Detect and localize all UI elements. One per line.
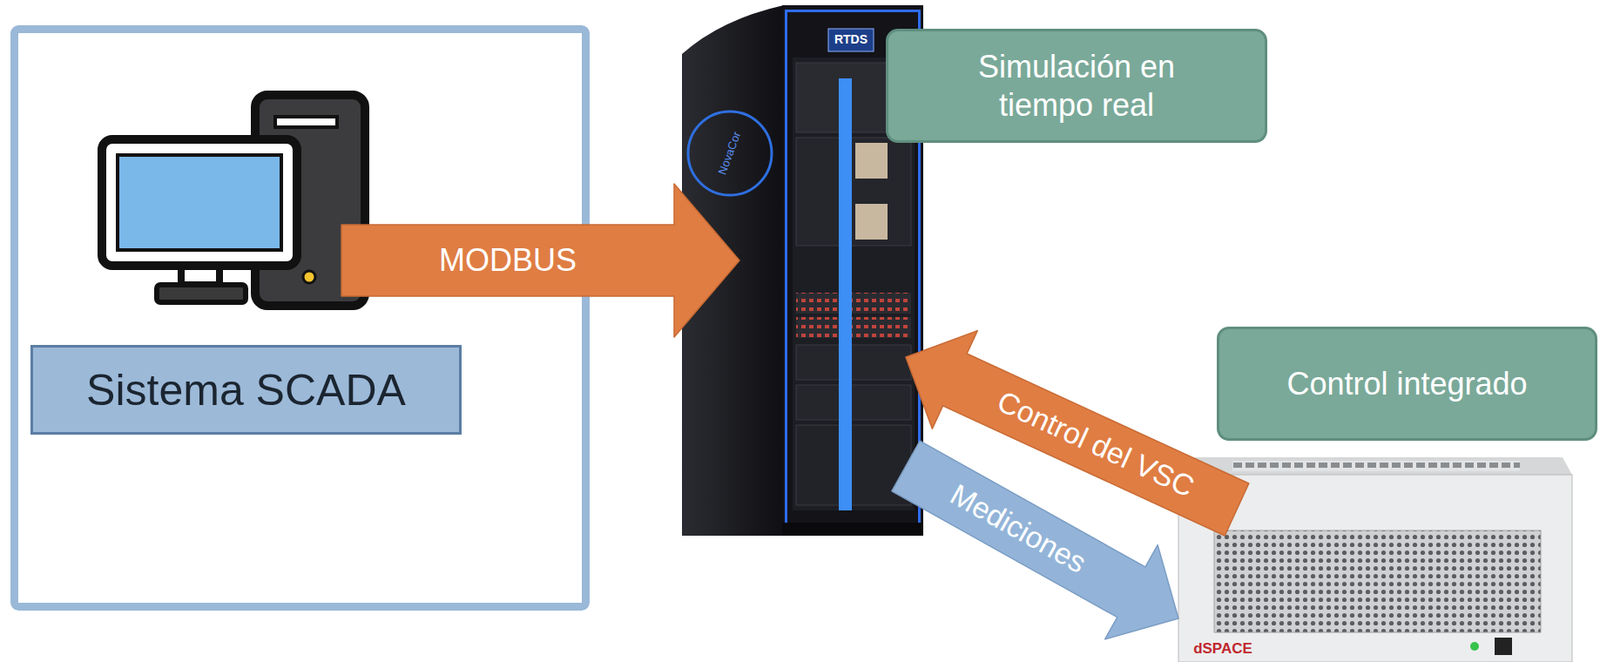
rack-unit bbox=[796, 384, 912, 420]
brand-text: dSPACE bbox=[1193, 641, 1253, 658]
computer-icon bbox=[101, 94, 365, 306]
unit-grill bbox=[1214, 530, 1541, 633]
port-row bbox=[796, 317, 912, 338]
logo-text: RTDS bbox=[834, 33, 868, 47]
power-light bbox=[303, 270, 316, 284]
cabinet-base bbox=[782, 522, 924, 536]
unit-top bbox=[1178, 457, 1573, 475]
monitor-base bbox=[156, 284, 246, 303]
node-text: Simulación en tiempo real bbox=[945, 47, 1208, 123]
callout-box: Simulación en tiempo real bbox=[885, 28, 1268, 143]
unit-vents bbox=[1232, 460, 1520, 472]
logo-ring bbox=[688, 111, 772, 196]
rack-screen bbox=[855, 203, 888, 240]
simulator-cabinet: Simulación en tiempo real bbox=[739, 5, 906, 536]
edge-label: Mediciones bbox=[945, 478, 1092, 581]
port-row bbox=[796, 292, 912, 314]
power-switch bbox=[1494, 637, 1513, 655]
node-text: Control integrado bbox=[1286, 364, 1527, 403]
measurement-arrow bbox=[891, 440, 1179, 640]
title-band: Sistema SCADA bbox=[30, 344, 462, 435]
light-strip bbox=[838, 78, 852, 511]
rack-unit bbox=[796, 344, 912, 380]
rack-unit bbox=[796, 425, 912, 506]
edge-label: MODBUS bbox=[438, 243, 577, 278]
callout-box: Control integrado bbox=[1216, 326, 1598, 441]
drive-slot bbox=[275, 116, 338, 128]
logo-text: NovaCor bbox=[716, 129, 744, 176]
node-text: Sistema SCADA bbox=[86, 364, 406, 417]
modbus-arrow bbox=[341, 183, 740, 338]
monitor-screen bbox=[117, 155, 282, 250]
logo-plate bbox=[828, 28, 874, 52]
status-led bbox=[1470, 641, 1479, 651]
rack-screen bbox=[855, 142, 888, 179]
edge-label: Control del VSC bbox=[992, 384, 1200, 504]
rack-unit bbox=[796, 137, 912, 246]
controller-unit: Control integrado bbox=[1178, 509, 1573, 662]
frame-outline bbox=[14, 29, 587, 608]
scada-panel: Sistema SCADA bbox=[10, 25, 590, 611]
monitor bbox=[101, 139, 298, 266]
